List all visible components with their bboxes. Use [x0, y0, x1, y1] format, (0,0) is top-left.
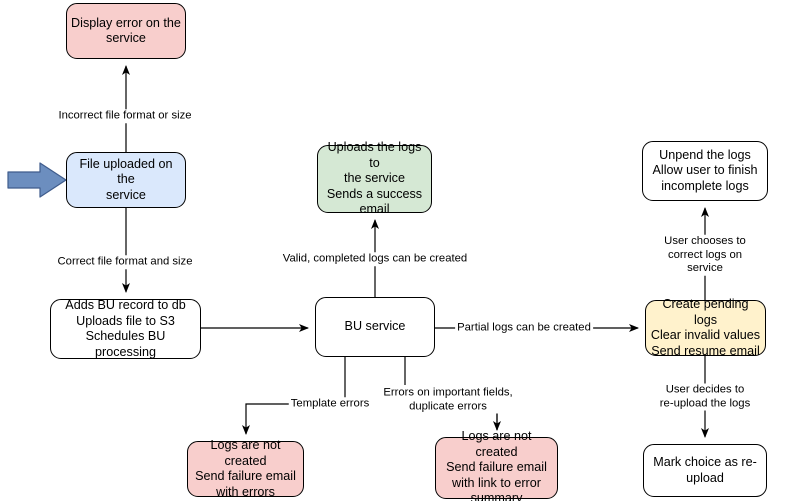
- edge-template-errors: [242, 357, 346, 435]
- node-create-pending-logs[interactable]: Create pending logs Clear invalid values…: [645, 297, 766, 358]
- edge-label-partial-logs: Partial logs can be created: [455, 321, 593, 335]
- node-display-error[interactable]: Display error on the service: [66, 3, 186, 59]
- edge-label-correct-on-service: User chooses to correct logs on service: [657, 234, 753, 276]
- node-bu-service[interactable]: BU service: [315, 297, 435, 357]
- node-logs-not-created-template[interactable]: Logs are not created Send failure email …: [187, 438, 304, 499]
- edge-label-important-field-errors: Errors on important fields, duplicate er…: [381, 386, 515, 414]
- edge-label-correct-format: Correct file format and size: [55, 255, 195, 269]
- edge-label-valid-logs: Valid, completed logs can be created: [280, 252, 470, 266]
- node-unpend-logs[interactable]: Unpend the logs Allow user to finish inc…: [642, 141, 768, 201]
- node-adds-bu-record[interactable]: Adds BU record to db Uploads file to S3 …: [50, 298, 201, 359]
- node-uploads-logs[interactable]: Uploads the logs to the service Sends a …: [317, 140, 432, 216]
- edge-label-template-errors: Template errors: [288, 397, 372, 411]
- node-file-uploaded[interactable]: File uploaded on the service: [66, 152, 186, 208]
- node-mark-choice[interactable]: Mark choice as re- upload: [643, 444, 767, 497]
- node-logs-not-created-summary[interactable]: Logs are not created Send failure email …: [435, 429, 558, 501]
- start-arrow-icon: [7, 162, 67, 198]
- edge-label-incorrect-format: Incorrect file format or size: [56, 109, 194, 123]
- edge-label-reupload: User decides to re-upload the logs: [657, 383, 753, 411]
